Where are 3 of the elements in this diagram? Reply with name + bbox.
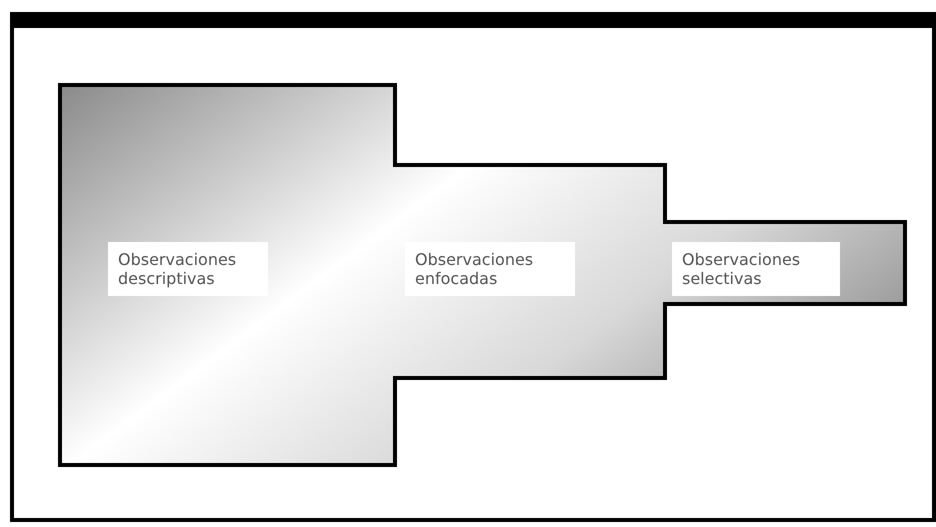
stage-label: Observaciones descriptivas [108,242,268,296]
stage-label: Observaciones enfocadas [405,242,575,296]
stage-label: Observaciones selectivas [672,242,840,296]
